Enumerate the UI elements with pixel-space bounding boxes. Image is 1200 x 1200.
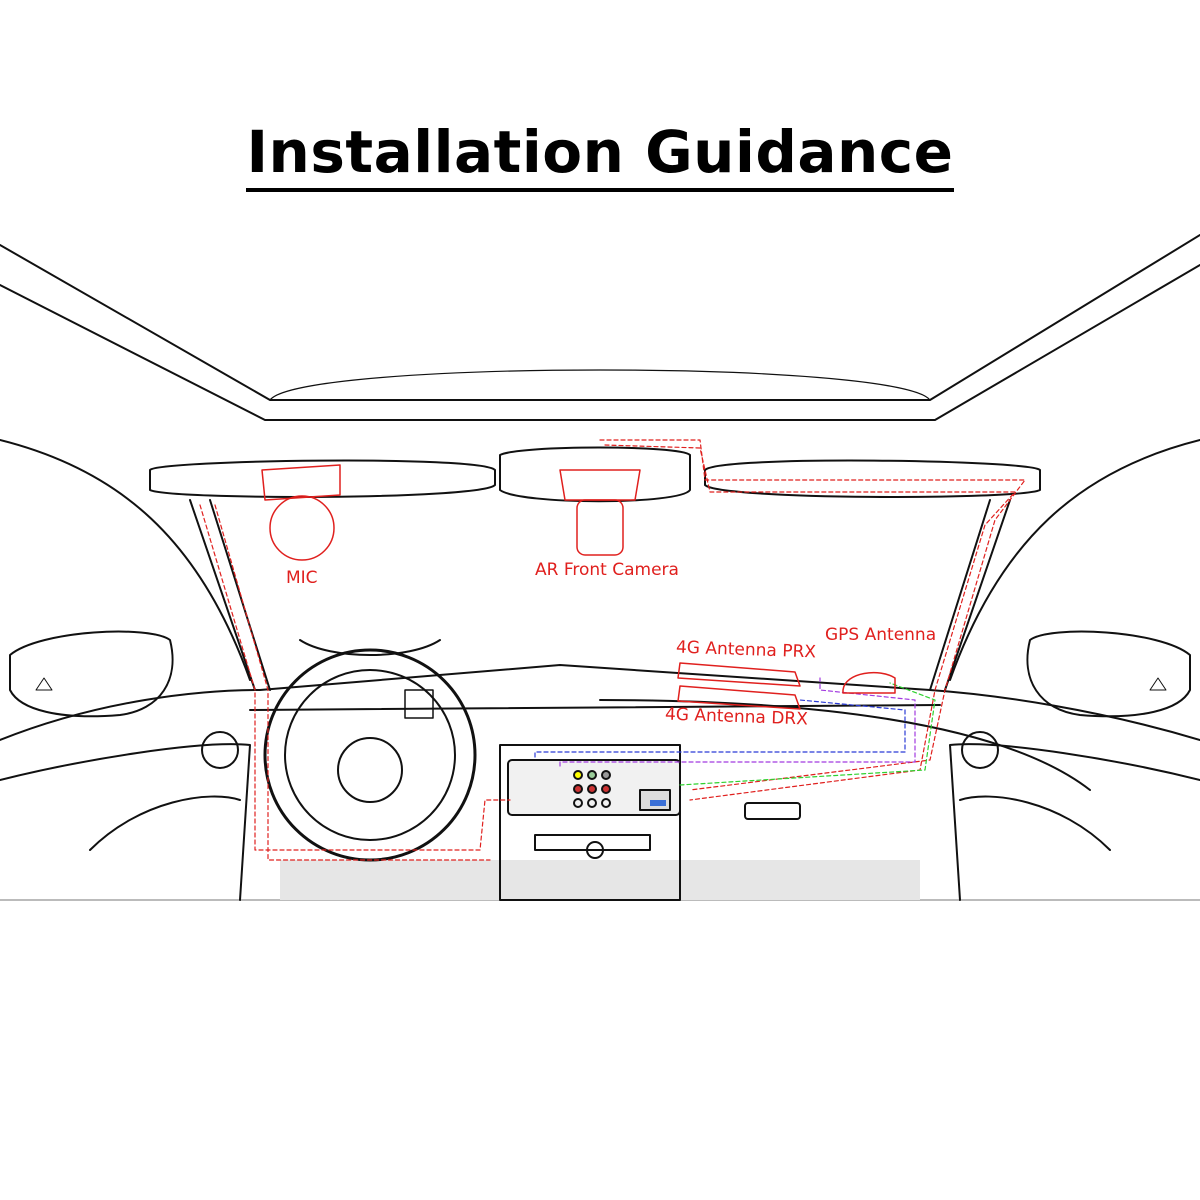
rearview-mirror	[499, 446, 691, 503]
page-title: Installation Guidance	[0, 118, 1200, 192]
mic-body	[269, 495, 335, 561]
a-pillars	[189, 499, 1011, 691]
center-console	[499, 744, 801, 901]
antenna-drx	[677, 685, 801, 710]
side-mirrors	[9, 630, 1191, 718]
mic-clip	[261, 464, 341, 501]
components	[261, 464, 896, 710]
steering-wheel	[263, 639, 477, 862]
cables	[199, 439, 1026, 861]
glovebox-handle	[744, 802, 801, 820]
camera-body	[576, 499, 624, 556]
door-panels	[0, 731, 1200, 901]
mic-label: MIC	[286, 568, 318, 588]
camera-cable	[599, 439, 1026, 791]
drx-cable	[534, 699, 906, 758]
gps-antenna	[842, 671, 896, 694]
roof-outline	[0, 234, 1200, 681]
camera-mount	[559, 469, 641, 501]
front-camera-label: AR Front Camera	[535, 560, 679, 580]
title-text: Installation Guidance	[246, 118, 954, 192]
gps-cable	[679, 682, 936, 786]
prx-cable	[559, 677, 916, 767]
mic-cable	[199, 504, 511, 851]
sun-visors	[149, 446, 1041, 503]
antenna-prx	[677, 662, 801, 687]
gps-antenna-label: GPS Antenna	[825, 625, 937, 645]
